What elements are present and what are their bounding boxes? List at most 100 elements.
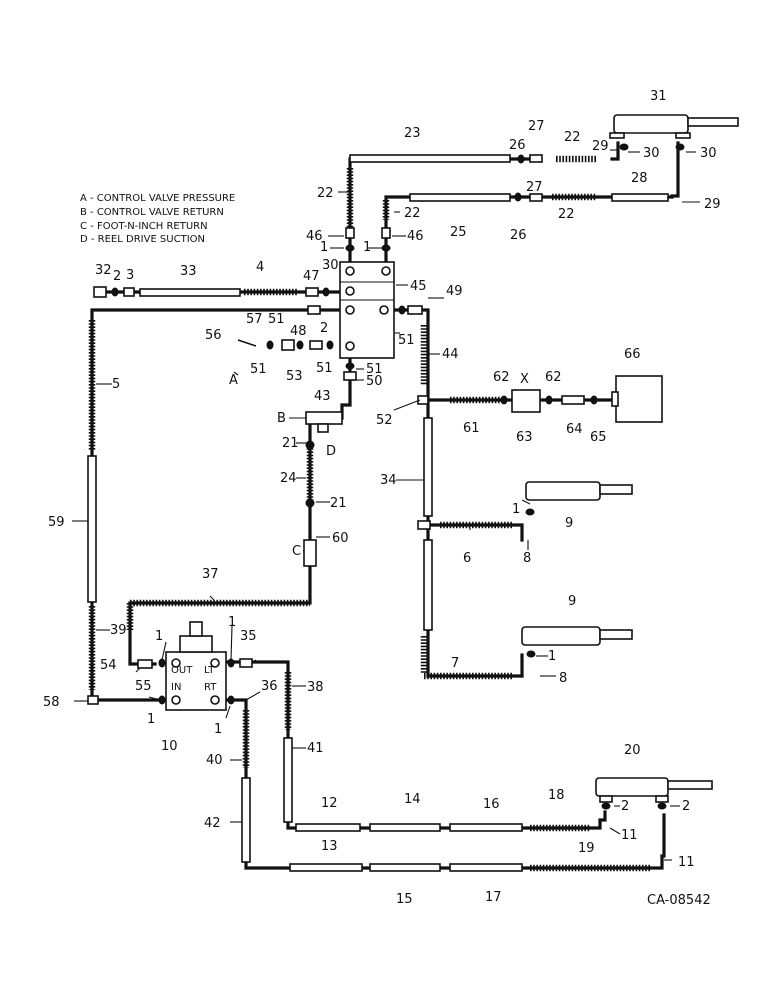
callout-15: 15 bbox=[396, 892, 413, 907]
tube-28 bbox=[611, 193, 669, 202]
callout-1b: 1 bbox=[363, 240, 371, 255]
callout-38: 38 bbox=[307, 680, 324, 695]
callout-33: 33 bbox=[180, 264, 197, 279]
callout-59: 59 bbox=[48, 515, 65, 530]
callout-3: 3 bbox=[126, 268, 134, 283]
callout-55: 55 bbox=[135, 679, 152, 694]
tube-12 bbox=[295, 823, 361, 832]
callout-23: 23 bbox=[404, 126, 421, 141]
callout-63: 63 bbox=[516, 430, 533, 445]
callout-51c: 51 bbox=[366, 362, 383, 377]
callout-16: 16 bbox=[483, 797, 500, 812]
callout-22d: 22 bbox=[558, 207, 575, 222]
pump-marks: OUT LT IN RT bbox=[171, 665, 217, 693]
callout-22b: 22 bbox=[404, 206, 421, 221]
tube-34 bbox=[423, 417, 433, 517]
callout-29a: 29 bbox=[592, 139, 609, 154]
valve-60 bbox=[303, 539, 317, 567]
callout-29b: 29 bbox=[704, 197, 721, 212]
legend-a: A - CONTROL VALVE PRESSURE bbox=[80, 193, 235, 204]
callout-40: 40 bbox=[206, 753, 223, 768]
legend-b: B - CONTROL VALVE RETURN bbox=[80, 207, 224, 218]
callout-51d: 51 bbox=[250, 362, 267, 377]
callout-51e: 51 bbox=[316, 361, 333, 376]
hose-segments bbox=[88, 155, 650, 872]
pump-10 bbox=[165, 621, 227, 711]
callout-27b: 27 bbox=[526, 180, 543, 195]
leader-lines bbox=[72, 149, 700, 861]
callout-50: 50 bbox=[366, 374, 383, 389]
callout-45: 45 bbox=[410, 279, 427, 294]
tube-sections bbox=[87, 154, 669, 872]
callout-1g: 1 bbox=[147, 712, 155, 727]
callout-47: 47 bbox=[303, 269, 320, 284]
callout-46a: 46 bbox=[306, 229, 323, 244]
drawing-code: CA-08542 bbox=[647, 893, 711, 908]
callout-2b: 2 bbox=[320, 321, 328, 336]
callout-12: 12 bbox=[321, 796, 338, 811]
tube-14 bbox=[369, 823, 441, 832]
tube-25 bbox=[409, 193, 511, 202]
callout-7: 7 bbox=[451, 656, 459, 671]
callout-2c: 2 bbox=[621, 799, 629, 814]
reservoir-66 bbox=[611, 375, 663, 423]
callout-19: 19 bbox=[578, 841, 595, 856]
tube-16 bbox=[449, 823, 523, 832]
callout-62a: 62 bbox=[493, 370, 510, 385]
callout-30c: 30 bbox=[322, 258, 339, 273]
callout-30b: 30 bbox=[700, 146, 717, 161]
callouts: 1 1 1 1 1 1 1 1 2 2 2 2 3 4 5 6 7 8 8 9 … bbox=[43, 89, 721, 907]
callout-26b: 26 bbox=[510, 228, 527, 243]
callout-13: 13 bbox=[321, 839, 338, 854]
callout-1h: 1 bbox=[214, 722, 222, 737]
callout-4: 4 bbox=[256, 260, 264, 275]
tube-34b bbox=[423, 539, 433, 631]
pump-mark-in: IN bbox=[171, 682, 181, 693]
callout-27a: 27 bbox=[528, 119, 545, 134]
callout-8b: 8 bbox=[559, 671, 567, 686]
callout-18: 18 bbox=[548, 788, 565, 803]
callout-42: 42 bbox=[204, 816, 221, 831]
fittings bbox=[87, 143, 685, 810]
tube-17 bbox=[449, 863, 523, 872]
callout-57: 57 bbox=[246, 312, 263, 327]
callout-17: 17 bbox=[485, 890, 502, 905]
tube-23 bbox=[349, 154, 511, 163]
callout-2d: 2 bbox=[682, 799, 690, 814]
line-24 bbox=[128, 418, 312, 666]
callout-1e: 1 bbox=[155, 629, 163, 644]
callout-65: 65 bbox=[590, 430, 607, 445]
callout-20: 20 bbox=[624, 743, 641, 758]
legend-d: D - REEL DRIVE SUCTION bbox=[80, 234, 205, 245]
callout-64: 64 bbox=[566, 422, 583, 437]
callout-39: 39 bbox=[110, 623, 127, 638]
control-valve-45 bbox=[339, 261, 395, 359]
pump-mark-lt: LT bbox=[204, 665, 215, 676]
legend: A - CONTROL VALVE PRESSURE B - CONTROL V… bbox=[80, 193, 235, 245]
callout-1a: 1 bbox=[320, 240, 328, 255]
callout-9b: 9 bbox=[568, 594, 576, 609]
callout-28: 28 bbox=[631, 171, 648, 186]
callout-51b: 51 bbox=[398, 333, 415, 348]
port-x: X bbox=[520, 372, 529, 387]
port-b: B bbox=[277, 411, 286, 426]
cylinder-9-upper bbox=[525, 481, 633, 501]
callout-22a: 22 bbox=[317, 186, 334, 201]
callout-26a: 26 bbox=[509, 138, 526, 153]
callout-32: 32 bbox=[95, 263, 112, 278]
callout-48: 48 bbox=[290, 324, 307, 339]
callout-25: 25 bbox=[450, 225, 467, 240]
pump-mark-out: OUT bbox=[171, 665, 193, 676]
tube-42 bbox=[241, 777, 251, 863]
motor-20 bbox=[595, 777, 713, 803]
tube-33 bbox=[139, 288, 241, 297]
legend-c: C - FOOT-N-INCH RETURN bbox=[80, 221, 208, 232]
callout-37: 37 bbox=[202, 567, 219, 582]
callout-54: 54 bbox=[100, 658, 117, 673]
callout-5: 5 bbox=[112, 377, 120, 392]
callout-9a: 9 bbox=[565, 516, 573, 531]
callout-11b: 11 bbox=[678, 855, 695, 870]
callout-66: 66 bbox=[624, 347, 641, 362]
callout-43: 43 bbox=[314, 389, 331, 404]
